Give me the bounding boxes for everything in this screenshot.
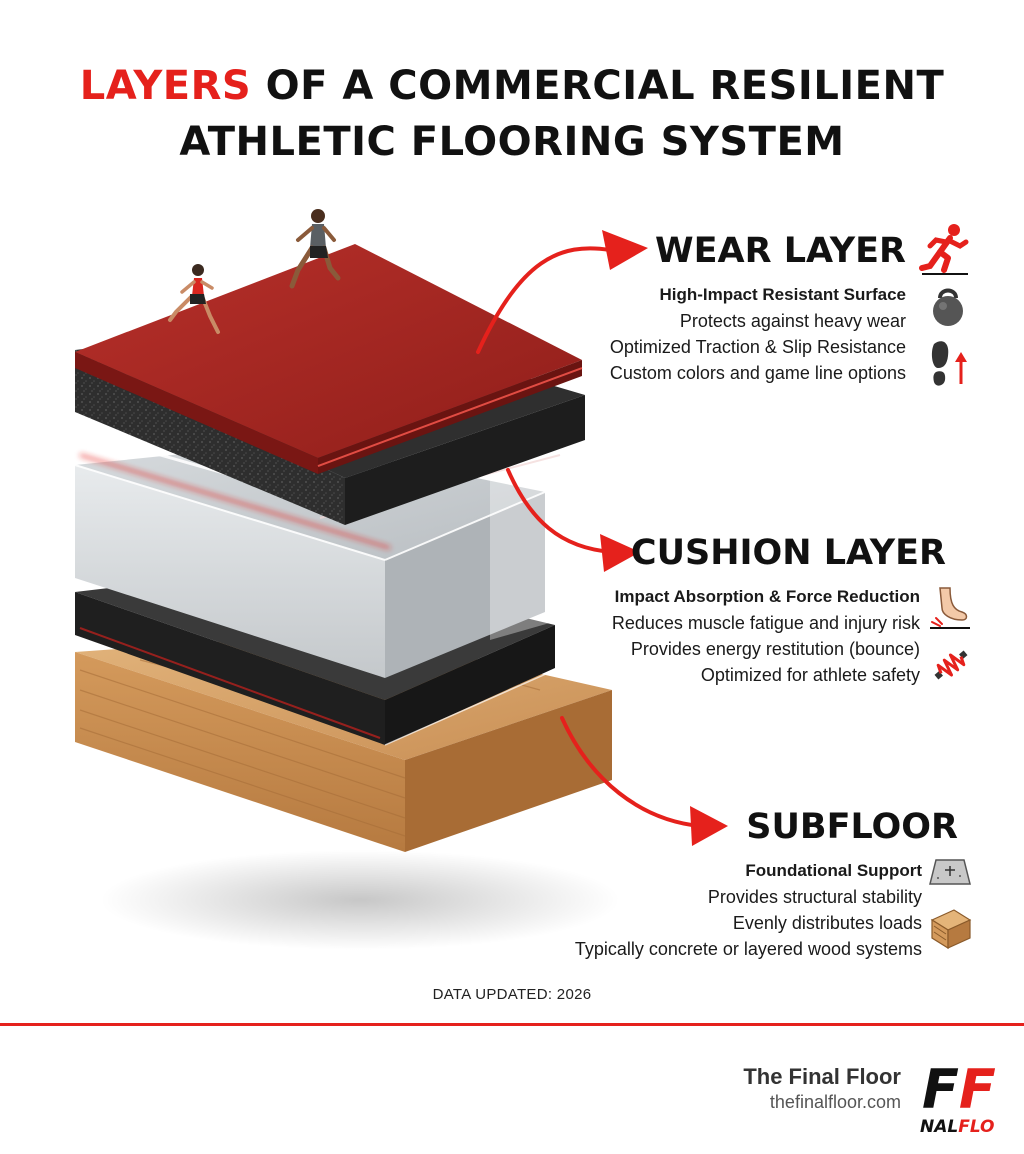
runner-female — [168, 264, 220, 334]
footer-divider — [0, 1023, 1024, 1026]
arrow-heads — [600, 230, 728, 846]
shoe-print-icon — [931, 341, 967, 386]
brand-name: The Final Floor — [743, 1064, 901, 1089]
cushion-arrow — [506, 468, 614, 554]
logo-letters: FF — [922, 1058, 996, 1121]
subfloor-section: SUBFLOOR Foundational Support Provides s… — [575, 806, 958, 962]
foot-icon — [930, 587, 970, 629]
subfloor-line-1: Provides structural stability — [707, 887, 922, 907]
concrete-icon — [929, 859, 971, 885]
title-line-2: ATHLETIC FLOORING SYSTEM — [179, 119, 845, 165]
cushion-layer-section: CUSHION LAYER Impact Absorption & Force … — [612, 532, 946, 688]
wear-arrow — [476, 246, 612, 354]
runner-icon — [919, 224, 969, 275]
title-line-1-rest: OF A COMMERCIAL RESILIENT — [265, 63, 945, 109]
wear-layer-title: WEAR LAYER — [655, 231, 906, 271]
cushion-layer-subtitle: Impact Absorption & Force Reduction — [614, 587, 920, 606]
wear-layer-line-1: Protects against heavy wear — [679, 311, 906, 331]
brand-url[interactable]: thefinalfloor.com — [769, 1092, 901, 1112]
kettlebell-icon — [933, 288, 963, 326]
runner-male — [289, 209, 341, 289]
brand-logo: FF NALFLO — [920, 1058, 1024, 1138]
wear-layer-section: WEAR LAYER High-Impact Resistant Surface… — [610, 230, 906, 386]
callout-arrows — [476, 246, 702, 828]
logo-wordmark: NALFLO — [920, 1117, 995, 1137]
wear-layer-line-2: Optimized Traction & Slip Resistance — [609, 337, 906, 357]
logo-mark: FF NALFLO — [920, 1058, 996, 1137]
wear-surface — [75, 244, 583, 474]
subfloor-line-2: Evenly distributes loads — [732, 913, 922, 933]
title-line-1: LAYERS OF A COMMERCIAL RESILIENT — [0, 58, 1024, 114]
cushion-layer-line-3: Optimized for athlete safety — [700, 665, 920, 685]
wear-layer-line-3: Custom colors and game line options — [609, 363, 906, 383]
subfloor-subtitle: Foundational Support — [745, 861, 922, 880]
data-updated-note: DATA UPDATED: 2026 — [432, 986, 592, 1003]
subfloor-arrow — [560, 716, 702, 828]
page-title: LAYERS OF A COMMERCIAL RESILIENT ATHLETI… — [0, 58, 1024, 170]
subfloor-line-3: Typically concrete or layered wood syste… — [574, 939, 922, 959]
floor-shadow — [100, 850, 620, 950]
wood-plank-icon — [930, 909, 972, 950]
cushion-layer-line-2: Provides energy restitution (bounce) — [630, 639, 920, 659]
brand-block: The Final Floor thefinalfloor.com — [743, 1063, 901, 1113]
cushion-layer-title: CUSHION LAYER — [630, 533, 946, 573]
cushion-layer-line-1: Reduces muscle fatigue and injury risk — [611, 613, 920, 633]
spring-icon — [934, 650, 968, 680]
subfloor-title: SUBFLOOR — [746, 807, 958, 847]
wear-layer-subtitle: High-Impact Resistant Surface — [659, 285, 906, 304]
title-highlight: LAYERS — [79, 63, 252, 109]
